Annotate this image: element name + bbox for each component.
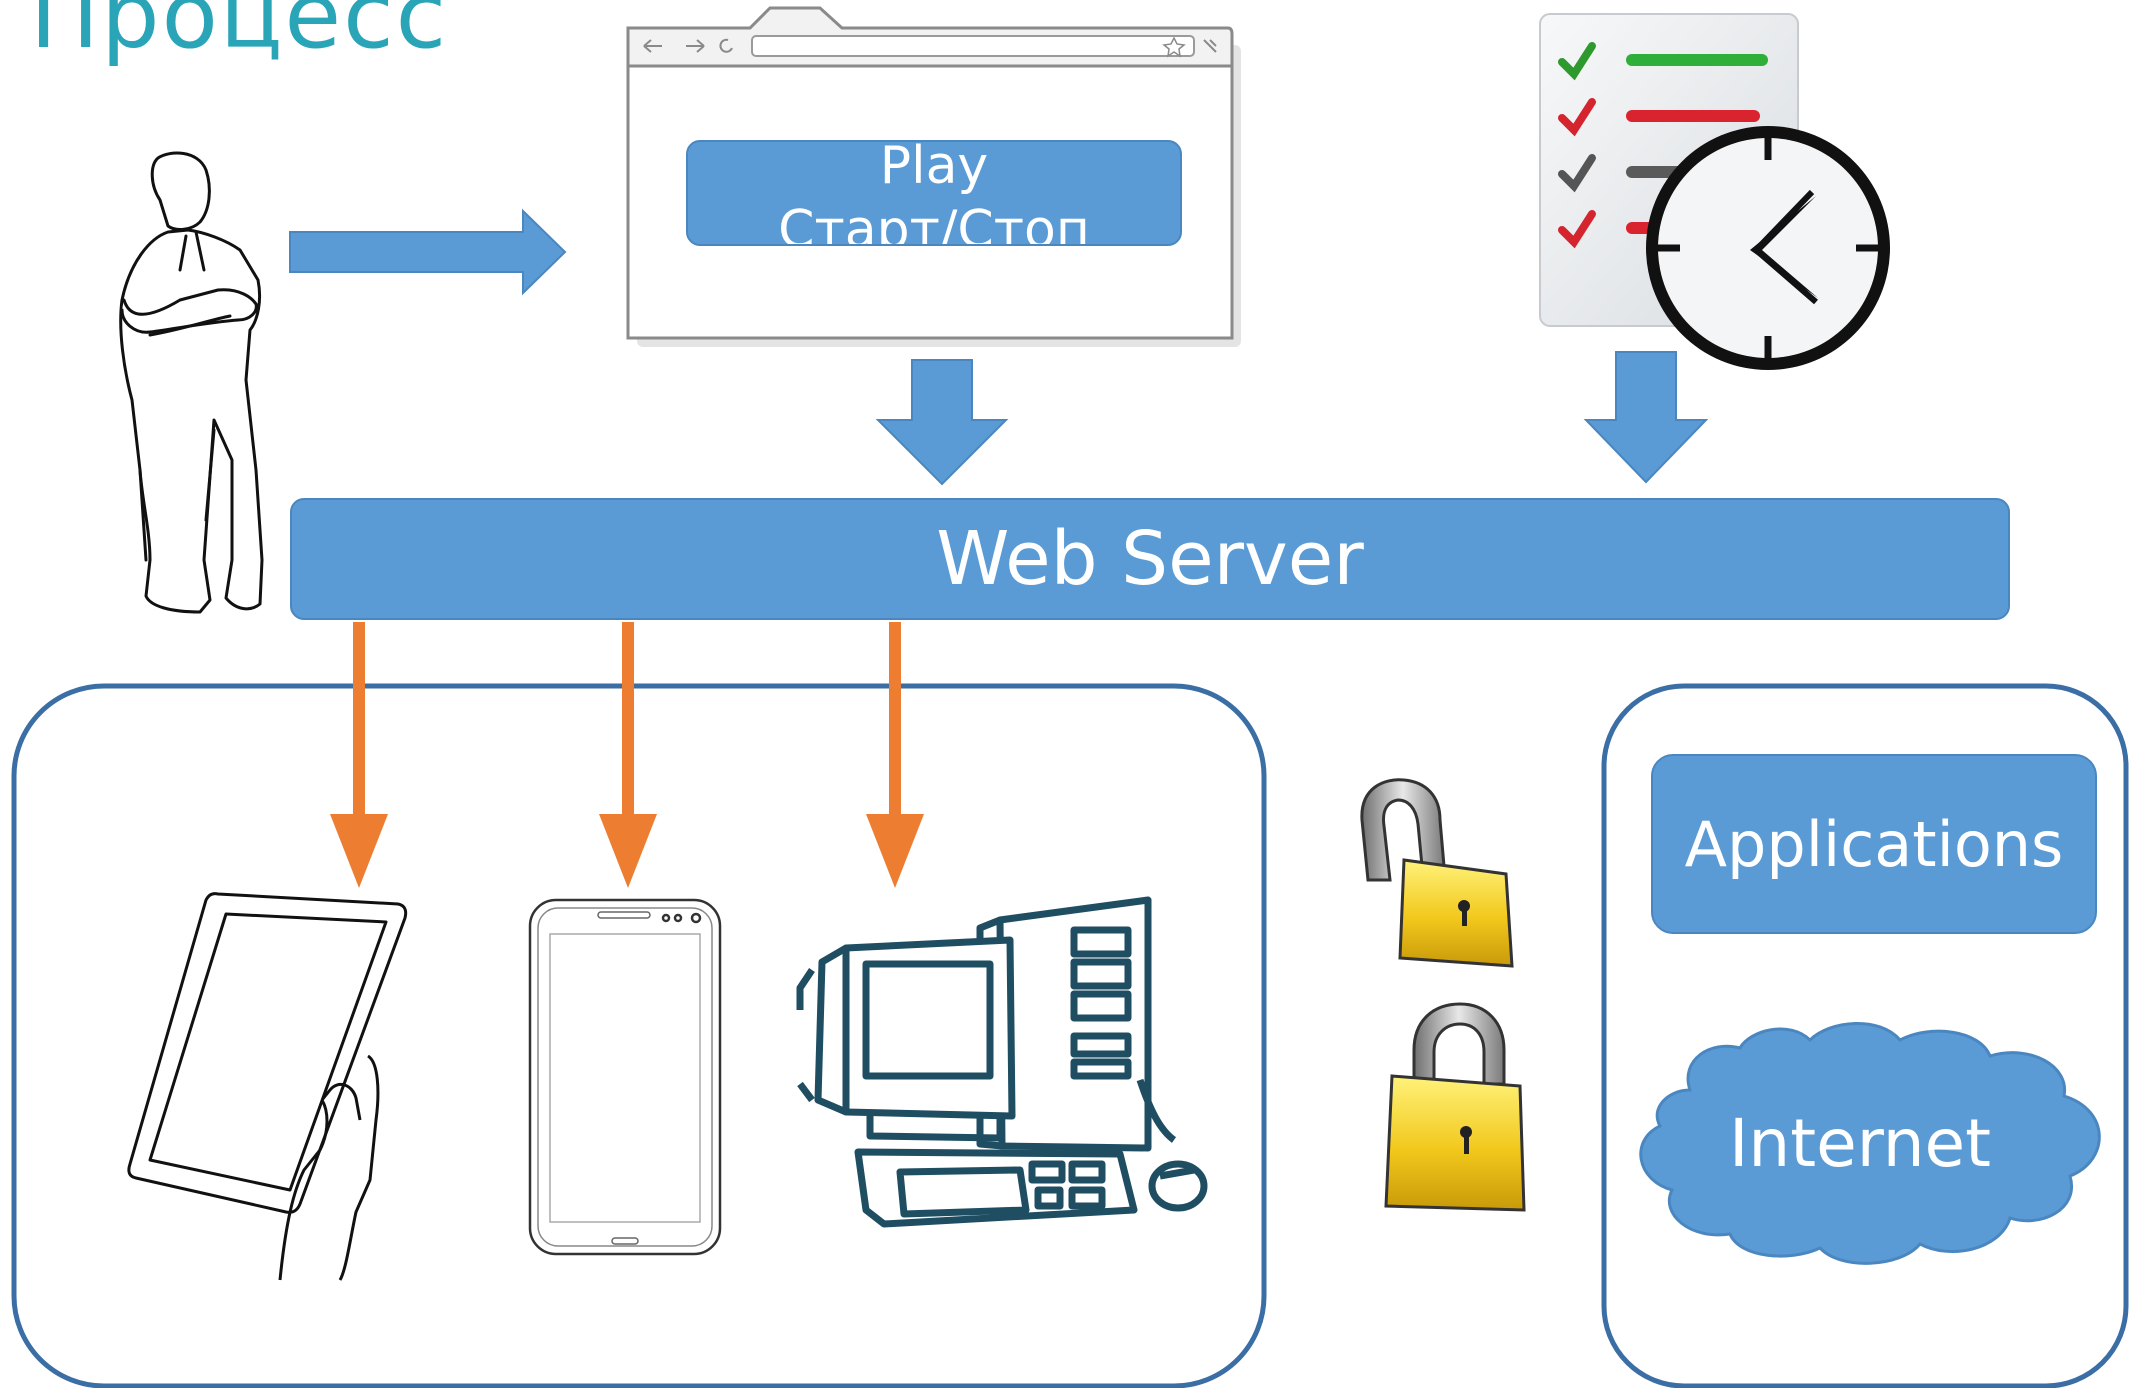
page-title: Процесс <box>30 0 449 69</box>
clock-icon <box>1646 126 1890 370</box>
web-server-box: Web Server <box>290 498 2010 620</box>
right-arrow <box>289 208 567 296</box>
tablet-icon <box>127 892 408 1281</box>
down-arrow-scheduler <box>1583 351 1709 484</box>
unlocked-padlock-icon <box>1360 778 1514 968</box>
applications-box: Applications <box>1651 754 2097 934</box>
orange-arrow-tablet <box>330 622 388 888</box>
person-icon <box>119 151 264 614</box>
play-button-line1: Play <box>879 140 989 196</box>
locked-padlock-icon <box>1384 1002 1526 1212</box>
cloud-icon <box>1639 1022 2101 1265</box>
devices-group-frame <box>11 683 1267 1388</box>
orange-arrow-phone <box>599 622 657 888</box>
applications-label: Applications <box>1684 807 2064 881</box>
services-group-frame <box>1601 683 2129 1388</box>
play-start-stop-button[interactable]: Play Старт/Стоп <box>686 140 1182 246</box>
web-server-label: Web Server <box>936 516 1364 602</box>
play-button-line2: Старт/Стоп <box>778 200 1090 246</box>
smartphone-icon <box>528 898 722 1256</box>
desktop-computer-icon <box>796 896 1208 1228</box>
internet-label: Internet <box>1728 1105 1992 1182</box>
down-arrow-browser <box>875 359 1009 486</box>
orange-arrow-computer <box>866 622 924 888</box>
